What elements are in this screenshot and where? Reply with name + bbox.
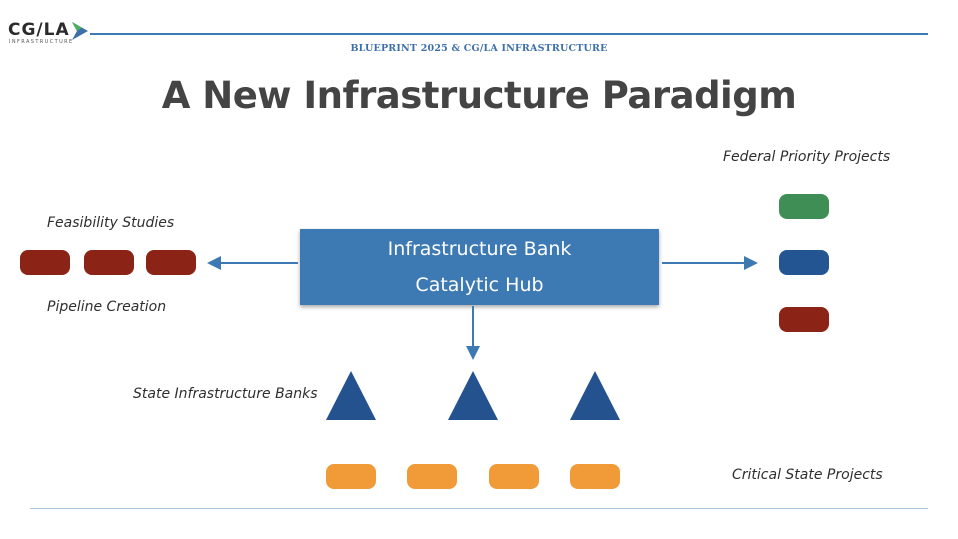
pipeline-creation-label: Pipeline Creation <box>47 299 167 315</box>
critical-state-project-pill <box>407 464 457 489</box>
page-title: A New Infrastructure Paradigm <box>161 74 797 117</box>
logo: CG/LA INFRASTRUCTURE <box>8 20 88 46</box>
state-bank-triangle <box>448 371 498 420</box>
logo-subtitle: INFRASTRUCTURE <box>9 39 74 45</box>
federal-project-pill-green <box>779 194 829 219</box>
feasibility-project-pill <box>84 250 134 275</box>
header-caption: BLUEPRINT 2025 & CG/LA INFRASTRUCTURE <box>350 43 608 54</box>
arrow-right-icon <box>662 256 758 270</box>
infrastructure-bank-hub: Infrastructure Bank Catalytic Hub <box>300 229 659 305</box>
feasibility-project-pill <box>20 250 70 275</box>
critical-state-project-pill <box>489 464 539 489</box>
feasibility-studies-label: Feasibility Studies <box>47 215 175 231</box>
federal-project-pill-red <box>779 307 829 332</box>
critical-state-project-pill <box>326 464 376 489</box>
feasibility-project-pill <box>146 250 196 275</box>
arrow-left-icon <box>207 256 298 270</box>
chevron-logo-icon <box>72 22 88 40</box>
hub-line-1: Infrastructure Bank <box>387 238 572 260</box>
federal-priority-projects-label: Federal Priority Projects <box>723 149 891 165</box>
state-bank-triangle <box>570 371 620 420</box>
critical-state-projects-label: Critical State Projects <box>732 467 883 483</box>
logo-text: CG/LA <box>8 20 70 40</box>
footer-rule <box>30 508 928 509</box>
hub-line-2: Catalytic Hub <box>415 274 544 296</box>
header-rule <box>90 33 928 35</box>
state-infrastructure-banks-label: State Infrastructure Banks <box>133 386 318 402</box>
federal-project-pill-blue <box>779 250 829 275</box>
state-bank-triangle <box>326 371 376 420</box>
arrow-down-icon <box>466 306 480 360</box>
critical-state-project-pill <box>570 464 620 489</box>
